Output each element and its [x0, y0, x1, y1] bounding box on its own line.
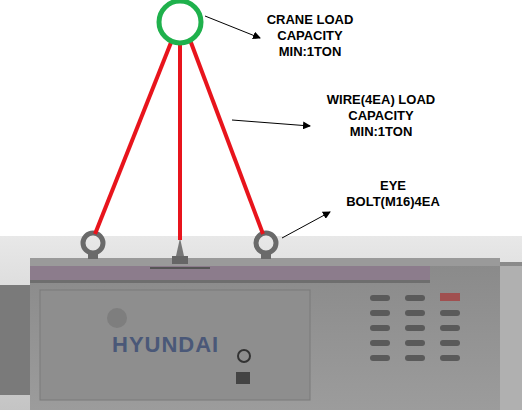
- wire-capacity-note: WIRE(4EA) LOAD CAPACITY MIN:1TON: [316, 92, 446, 140]
- brand-logo: HYUNDAI: [112, 332, 219, 358]
- eye-bolt-note: EYE BOLT(M16)4EA: [334, 178, 452, 210]
- crane-capacity-note: CRANE LOAD CAPACITY MIN:1TON: [262, 12, 358, 60]
